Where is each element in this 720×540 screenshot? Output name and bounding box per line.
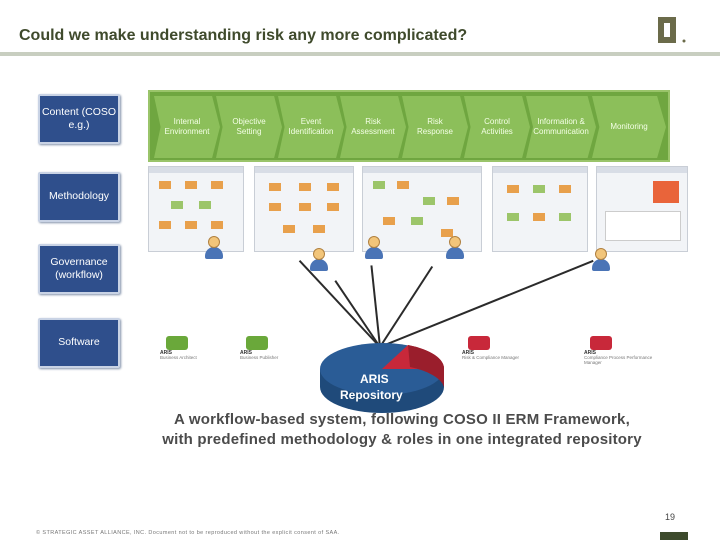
page-marker [660, 532, 688, 540]
model-screenshot [362, 166, 482, 252]
user-icon [444, 236, 466, 260]
workflow-link [298, 260, 381, 348]
product-name: ARIS [160, 350, 172, 356]
caption-line: with predefined methodology & roles in o… [162, 431, 642, 448]
product-compliance-process-manager: ARIS Compliance Process Performance Mana… [582, 336, 654, 365]
caption-line: A workflow-based system, following COSO … [174, 411, 630, 428]
slide-header: Could we make understanding risk any mor… [0, 0, 720, 56]
process-step: Information & Communication [526, 96, 596, 158]
product-name: ARIS [584, 350, 596, 356]
product-desc: Business Publisher [240, 355, 279, 360]
product-business-publisher: ARIS Business Publisher [238, 336, 310, 360]
workflow-link [379, 259, 594, 348]
risk-workflow-diagram: Content (COSO e.g.) Methodology Governan… [30, 84, 688, 454]
repository-name: ARIS [360, 372, 389, 386]
process-step: Control Activities [464, 96, 530, 158]
product-desc: Risk & Compliance Manager [462, 355, 520, 360]
user-icon [203, 236, 225, 260]
saa-logo-icon [658, 17, 686, 43]
page-number: 19 [665, 512, 676, 522]
copyright-footer: © STRATEGIC ASSET ALLIANCE, INC. Documen… [36, 530, 340, 536]
model-screenshot [492, 166, 588, 252]
user-icon [363, 236, 385, 260]
repository-icon: ARIS Repository [320, 343, 445, 413]
process-step: Event Identification [278, 96, 344, 158]
product-business-architect: ARIS Business Architect [158, 336, 230, 360]
product-risk-compliance-manager: ARIS Risk & Compliance Manager [460, 336, 532, 360]
model-screenshot [254, 166, 354, 252]
coso-process-bar: Internal Environment Objective Setting E… [148, 90, 670, 162]
slide-title: Could we make understanding risk any mor… [19, 27, 468, 44]
methodology-screenshots [148, 166, 688, 256]
content-box: Content (COSO e.g.) [38, 94, 120, 144]
product-name: ARIS [240, 350, 252, 356]
puzzle-icon [246, 336, 268, 350]
diagram-caption: A workflow-based system, following COSO … [122, 410, 682, 450]
user-icon [590, 248, 612, 272]
process-step: Internal Environment [154, 96, 220, 158]
product-desc: Business Architect [160, 355, 197, 360]
repository-label: Repository [340, 388, 403, 402]
puzzle-icon [166, 336, 188, 350]
puzzle-icon [468, 336, 490, 350]
governance-box: Governance (workflow) [38, 244, 120, 294]
product-desc: Compliance Process Performance Manager [584, 355, 653, 365]
process-step: Objective Setting [216, 96, 282, 158]
model-screenshot [148, 166, 244, 252]
user-icon [308, 248, 330, 272]
puzzle-icon [590, 336, 612, 350]
process-step: Risk Assessment [340, 96, 406, 158]
software-box: Software [38, 318, 120, 368]
process-step: Monitoring [592, 96, 666, 158]
report-screenshot [596, 166, 688, 252]
process-step: Risk Response [402, 96, 468, 158]
product-name: ARIS [462, 350, 474, 356]
header-divider [0, 52, 720, 56]
methodology-box: Methodology [38, 172, 120, 222]
